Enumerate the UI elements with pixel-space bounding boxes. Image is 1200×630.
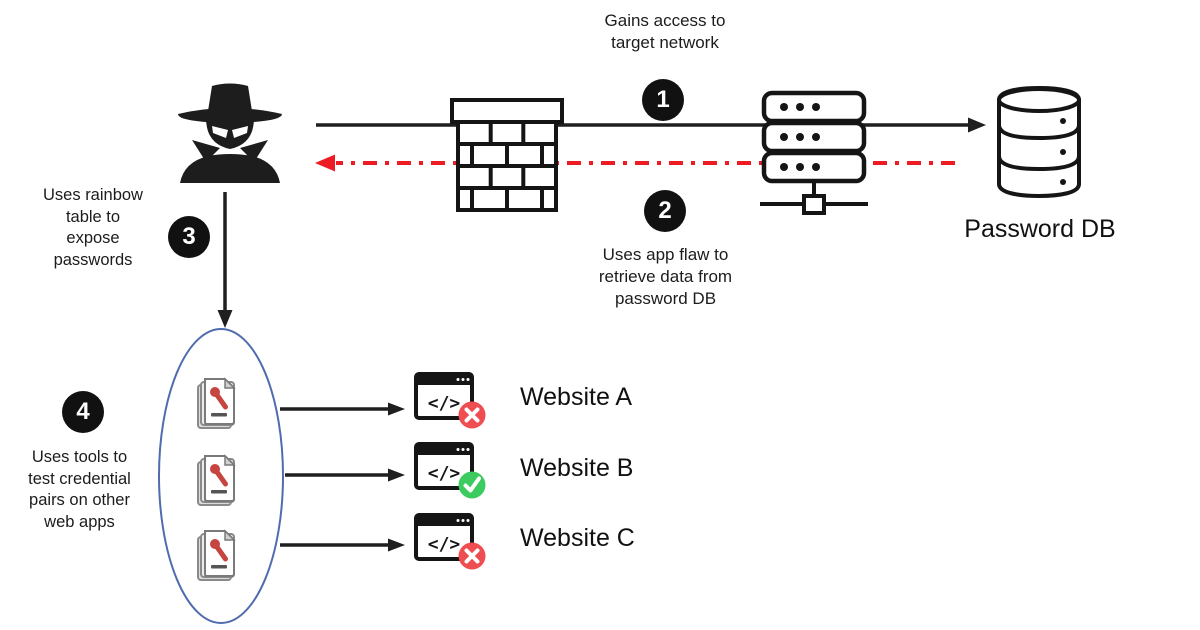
step-2-badge: 2 [644,190,686,232]
database-icon [997,85,1081,199]
step-4-badge: 4 [62,391,104,433]
step-1-badge: 1 [642,79,684,121]
credential-document-icon [197,529,236,581]
step-2-label: Uses app flaw to retrieve data from pass… [598,245,733,308]
browser-window-icon: </> [414,513,486,570]
credential-test-arrow-b [285,468,405,482]
step-1-number: 1 [656,86,670,113]
credential-test-arrow-a [280,402,405,416]
x-badge-icon [458,401,486,429]
code-glyph: </> [428,534,461,555]
code-glyph: </> [428,463,461,484]
website-c-label: Website C [520,524,635,552]
step-2-number: 2 [658,197,672,224]
step-4-number: 4 [76,398,90,425]
password-db-label: Password DB [964,215,1116,243]
spy-icon [178,83,282,183]
step-3-number: 3 [182,223,196,250]
server-icon [760,90,868,215]
website-a-label: Website A [520,383,633,411]
browser-window-icon: </> [414,372,486,429]
credential-group-ellipse [158,328,284,624]
credential-document-icon [197,377,236,429]
step-4-label: Uses tools to test credential pairs on o… [28,448,131,531]
step-3-badge: 3 [168,216,210,258]
step-3-label: Uses rainbow table to expose passwords [43,186,143,269]
rainbow-table-arrow [217,192,233,328]
attack-arrow-forward [316,117,986,133]
x-badge-icon [458,542,486,570]
code-glyph: </> [428,393,461,414]
step-1-label: Gains access to target network [604,11,726,52]
website-b-label: Website B [520,454,634,482]
credential-document-icon [197,454,236,506]
browser-window-icon: </> [414,442,486,499]
credential-test-arrow-c [280,538,405,552]
firewall-icon [450,98,564,212]
check-badge-icon [458,471,486,499]
